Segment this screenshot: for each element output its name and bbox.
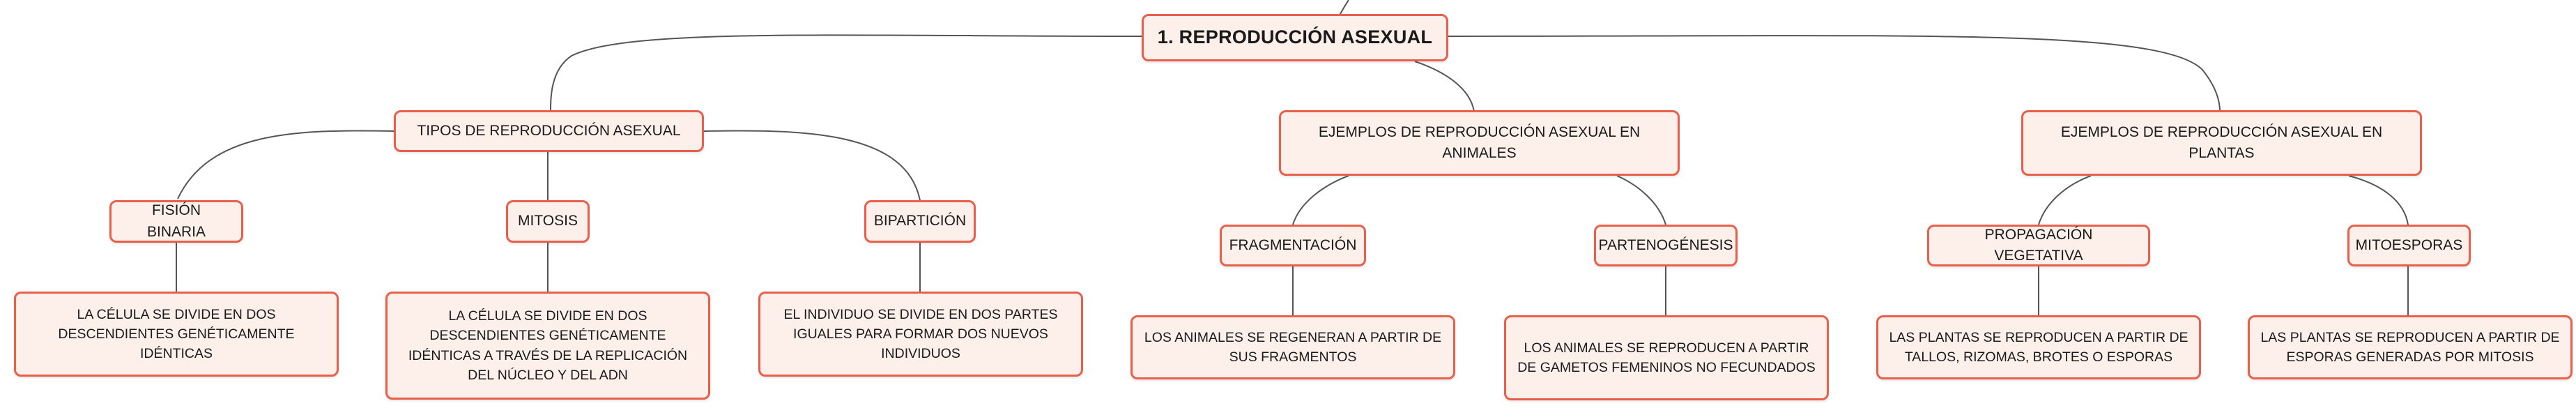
connector-plantas-mitoesporas <box>2348 175 2409 225</box>
node-fragmentacion[interactable]: FRAGMENTACIÓN <box>1220 225 1366 266</box>
node-ejemplos-animales[interactable]: EJEMPLOS DE REPRODUCCIÓN ASEXUAL EN ANIM… <box>1279 110 1680 176</box>
desc-fision-binaria[interactable]: LA CÉLULA SE DIVIDE EN DOS DESCENDIENTES… <box>14 292 339 377</box>
connector-tipos-fision <box>177 130 394 199</box>
node-label: TIPOS DE REPRODUCCIÓN ASEXUAL <box>417 122 681 139</box>
node-tipos-reproduccion[interactable]: TIPOS DE REPRODUCCIÓN ASEXUAL <box>394 110 704 152</box>
node-mitosis[interactable]: MITOSIS <box>506 200 590 243</box>
node-partenogenesis[interactable]: PARTENOGÉNESIS <box>1594 225 1738 266</box>
node-label: PROPAGACIÓN VEGETATIVA <box>1984 226 2093 264</box>
node-label: FRAGMENTACIÓN <box>1229 236 1357 253</box>
node-mitoesporas[interactable]: MITOESPORAS <box>2347 225 2471 266</box>
connector-root-incoming <box>1339 0 1349 16</box>
description-text: LAS PLANTAS SE REPRODUCEN A PARTIR DE ES… <box>2260 329 2560 365</box>
description-text: LOS ANIMALES SE REGENERAN A PARTIR DE SU… <box>1144 329 1442 365</box>
description-text: LA CÉLULA SE DIVIDE EN DOS DESCENDIENTES… <box>58 306 295 362</box>
node-propagacion-vegetativa[interactable]: PROPAGACIÓN VEGETATIVA <box>1927 225 2150 266</box>
description-text: LA CÉLULA SE DIVIDE EN DOS DESCENDIENTES… <box>408 308 688 383</box>
connector-animales-partenogenesis <box>1616 175 1666 225</box>
root-node-label: 1. REPRODUCCIÓN ASEXUAL <box>1157 27 1433 48</box>
description-text: LAS PLANTAS SE REPRODUCEN A PARTIR DE TA… <box>1889 329 2188 365</box>
node-label: EJEMPLOS DE REPRODUCCIÓN ASEXUAL EN ANIM… <box>1318 123 1641 161</box>
desc-mitoesporas[interactable]: LAS PLANTAS SE REPRODUCEN A PARTIR DE ES… <box>2248 315 2573 379</box>
node-label: EJEMPLOS DE REPRODUCCIÓN ASEXUAL EN PLAN… <box>2060 123 2383 161</box>
connector-root-animales <box>1414 61 1475 112</box>
description-text: EL INDIVIDUO SE DIVIDE EN DOS PARTES IGU… <box>783 306 1058 362</box>
node-label: MITOESPORAS <box>2355 236 2463 253</box>
node-label: MITOSIS <box>518 213 578 229</box>
connector-plantas-propagacion <box>2038 175 2092 225</box>
description-text: LOS ANIMALES SE REPRODUCEN A PARTIR DE G… <box>1517 340 1816 375</box>
desc-biparticion[interactable]: EL INDIVIDUO SE DIVIDE EN DOS PARTES IGU… <box>758 292 1083 377</box>
desc-partenogenesis[interactable]: LOS ANIMALES SE REPRODUCEN A PARTIR DE G… <box>1504 315 1829 400</box>
node-fision-binaria[interactable]: FISIÓN BINARIA <box>109 200 243 243</box>
root-node[interactable]: 1. REPRODUCCIÓN ASEXUAL <box>1142 14 1448 61</box>
connector-root-tipos <box>550 34 1144 112</box>
desc-propagacion-vegetativa[interactable]: LAS PLANTAS SE REPRODUCEN A PARTIR DE TA… <box>1876 315 2201 379</box>
desc-mitosis[interactable]: LA CÉLULA SE DIVIDE EN DOS DESCENDIENTES… <box>385 292 710 400</box>
node-biparticion[interactable]: BIPARTICIÓN <box>864 200 976 243</box>
connector-tipos-biparticion <box>703 130 921 201</box>
connector-root-plantas <box>1446 35 2221 112</box>
desc-fragmentacion[interactable]: LOS ANIMALES SE REGENERAN A PARTIR DE SU… <box>1130 315 1455 379</box>
node-label: FISIÓN BINARIA <box>146 202 206 240</box>
connector-animales-fragmentacion <box>1292 175 1349 225</box>
node-label: BIPARTICIÓN <box>873 213 967 229</box>
node-label: PARTENOGÉNESIS <box>1598 236 1733 253</box>
node-ejemplos-plantas[interactable]: EJEMPLOS DE REPRODUCCIÓN ASEXUAL EN PLAN… <box>2021 110 2422 176</box>
